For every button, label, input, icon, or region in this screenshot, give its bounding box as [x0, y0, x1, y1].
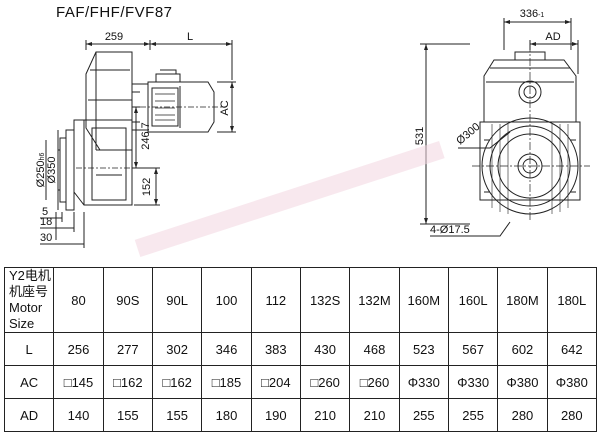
table-row: AD 140 155 155 180 190 210 210 255 255 2… [3, 398, 598, 432]
dim-250: Ø250h6 [35, 153, 47, 188]
size-cell: 90S [102, 267, 153, 333]
table-cell: 430 [299, 332, 351, 366]
table-cell: 256 [53, 332, 104, 366]
watermark-logo [134, 141, 445, 258]
dim-350: Ø350 [46, 157, 58, 184]
row-label: AD [3, 398, 55, 432]
table-header-cell: Y2电机机座号 Motor Size [3, 267, 55, 333]
dim-18: 18 [40, 216, 52, 228]
table-cell: □162 [151, 365, 203, 399]
table-cell: □162 [102, 365, 153, 399]
table-cell: 255 [447, 398, 499, 432]
table-cell: □145 [53, 365, 104, 399]
dim-336: 336-1 [520, 8, 545, 20]
dim-30: 30 [40, 232, 52, 244]
table-row: L 256 277 302 346 383 430 468 523 567 60… [3, 332, 598, 366]
table-cell: 523 [398, 332, 449, 366]
table-cell: 346 [201, 332, 252, 366]
table-header-row: Y2电机机座号 Motor Size 80 90S 90L 100 112 13… [3, 267, 598, 333]
size-cell: 160M [398, 267, 449, 333]
size-cell: 180M [497, 267, 548, 333]
table-cell: 155 [151, 398, 203, 432]
table-cell: Φ330 [398, 365, 449, 399]
dim-152: 152 [141, 178, 153, 196]
table-cell: 140 [53, 398, 104, 432]
table-cell: 302 [151, 332, 203, 366]
table-cell: 190 [250, 398, 301, 432]
dim-holes: 4-Ø17.5 [430, 224, 470, 236]
row-label: L [3, 332, 55, 366]
size-cell: 112 [250, 267, 301, 333]
size-cell: 180L [546, 267, 598, 333]
dim-259: 259 [105, 31, 123, 43]
table-cell: 180 [201, 398, 252, 432]
dim-246-7: 246.7 [140, 122, 152, 150]
table-cell: 280 [497, 398, 548, 432]
dim-5: 5 [42, 206, 48, 218]
table-cell: 155 [102, 398, 153, 432]
drawing-title: FAF/FHF/FVF87 [56, 4, 173, 21]
dim-ad: AD [545, 31, 560, 43]
size-cell: 80 [53, 267, 104, 333]
table-cell: 210 [349, 398, 400, 432]
dim-531: 531 [414, 127, 426, 145]
table-cell: Φ330 [447, 365, 499, 399]
table-cell: 567 [447, 332, 499, 366]
dim-l: L [187, 31, 193, 43]
table-cell: 277 [102, 332, 153, 366]
table-cell: □260 [349, 365, 400, 399]
dim-ac: AC [219, 100, 231, 115]
table-cell: 602 [497, 332, 548, 366]
header-cn-label: Y2电机机座号 [9, 268, 51, 299]
table-cell: Φ380 [546, 365, 598, 399]
table-cell: 280 [546, 398, 598, 432]
table-cell: 642 [546, 332, 598, 366]
size-cell: 132M [349, 267, 400, 333]
table-cell: □185 [201, 365, 252, 399]
size-cell: 160L [447, 267, 499, 333]
row-label: AC [3, 365, 55, 399]
table-cell: □204 [250, 365, 301, 399]
size-cell: 132S [299, 267, 351, 333]
table-cell: 383 [250, 332, 301, 366]
size-cell: 100 [201, 267, 252, 333]
table-cell: Φ380 [497, 365, 548, 399]
table-cell: 255 [398, 398, 449, 432]
table-cell: 210 [299, 398, 351, 432]
motor-size-table: Y2电机机座号 Motor Size 80 90S 90L 100 112 13… [3, 267, 598, 432]
technical-drawing: 259 L AC Ø350 Ø250h6 246.7 152 5 18 30 3… [35, 8, 590, 248]
size-cell: 90L [151, 267, 203, 333]
table-row: AC □145 □162 □162 □185 □204 □260 □260 Φ3… [3, 365, 598, 399]
header-en-label: Motor Size [9, 300, 43, 331]
table-cell: 468 [349, 332, 400, 366]
table-cell: □260 [299, 365, 351, 399]
